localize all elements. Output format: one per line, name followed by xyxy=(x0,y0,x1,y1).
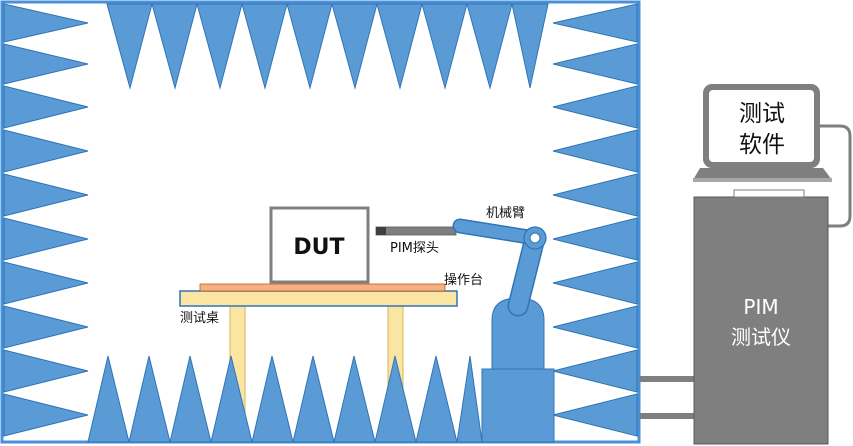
absorber-cone xyxy=(552,129,638,173)
robot-arm xyxy=(452,218,555,443)
pim-probe-label: PIM探头 xyxy=(390,241,439,256)
absorber-cone xyxy=(3,393,89,437)
pim-tester-label-line1: PIM xyxy=(743,295,778,319)
bottom-absorbers xyxy=(87,355,483,443)
absorber-cone xyxy=(3,43,89,85)
right-absorbers xyxy=(552,3,638,437)
absorber-cone xyxy=(3,305,89,349)
robot-arm-base xyxy=(481,368,555,443)
absorber-cone xyxy=(3,173,89,217)
test-table-top xyxy=(179,290,458,307)
absorber-cone xyxy=(415,355,458,443)
absorber-cone xyxy=(552,349,638,393)
laptop-stand xyxy=(733,189,805,198)
absorber-cone xyxy=(251,355,294,443)
absorber-cone xyxy=(511,3,549,89)
absorber-cone xyxy=(151,3,198,90)
absorber-cone xyxy=(128,355,171,443)
absorber-cone xyxy=(456,355,483,443)
dut-label: DUT xyxy=(293,235,344,260)
absorber-cone xyxy=(3,217,89,261)
absorber-cone xyxy=(196,3,243,90)
absorber-cone xyxy=(552,217,638,261)
absorber-cone xyxy=(552,173,638,217)
operating-platform xyxy=(199,283,446,292)
absorber-cone xyxy=(292,355,335,443)
absorber-cone xyxy=(333,355,376,443)
absorber-cone xyxy=(106,3,153,90)
pim-tester-label-line2: 测试仪 xyxy=(731,325,791,349)
absorber-cone xyxy=(241,3,288,90)
pim-probe-tip xyxy=(376,227,386,235)
data-cable xyxy=(820,124,852,228)
software-label-line1: 测试 xyxy=(739,101,785,127)
laptop-screen xyxy=(709,90,814,162)
absorber-cone xyxy=(552,43,638,85)
software-label-line2: 软件 xyxy=(739,132,785,158)
absorber-cone xyxy=(421,3,468,90)
left-absorbers xyxy=(3,3,89,437)
absorber-cone xyxy=(552,305,638,349)
absorber-cone xyxy=(3,349,89,393)
absorber-cone xyxy=(169,355,212,443)
test-table-label: 测试桌 xyxy=(180,311,219,326)
pim-tester xyxy=(693,196,829,445)
absorber-cone xyxy=(374,355,417,443)
absorber-cone xyxy=(552,85,638,129)
absorber-cone xyxy=(3,261,89,305)
operating-platform-label: 操作台 xyxy=(444,272,483,288)
absorber-cone xyxy=(87,355,130,443)
absorber-cone xyxy=(331,3,378,90)
laptop xyxy=(693,84,832,198)
absorber-cone xyxy=(552,3,638,43)
absorber-cone xyxy=(466,3,513,90)
absorber-cone xyxy=(3,85,89,129)
absorber-cone xyxy=(210,355,253,443)
absorber-cone xyxy=(3,3,89,43)
dut-box xyxy=(269,206,370,284)
top-absorbers xyxy=(106,3,549,90)
absorber-cone xyxy=(286,3,333,90)
rf-cable-upper xyxy=(639,376,695,382)
absorber-cone xyxy=(3,129,89,173)
absorber-cone xyxy=(552,393,638,437)
robot-arm-label: 机械臂 xyxy=(486,206,525,221)
pim-probe xyxy=(375,226,457,236)
absorber-cone xyxy=(376,3,423,90)
absorber-cone xyxy=(552,261,638,305)
rf-cable-lower xyxy=(639,413,695,419)
laptop-base xyxy=(693,168,832,180)
